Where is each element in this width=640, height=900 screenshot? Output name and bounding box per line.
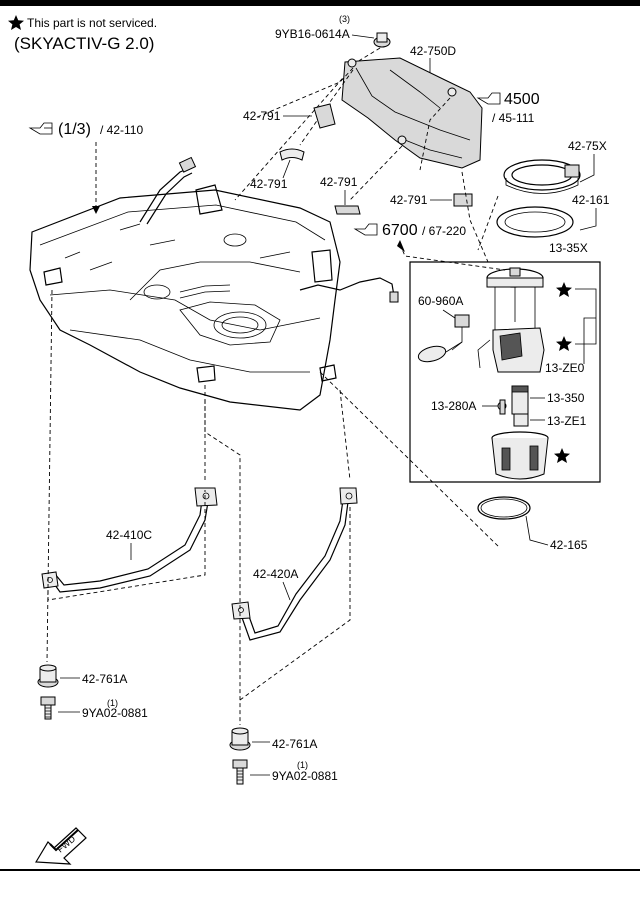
engine-title: (SKYACTIV-G 2.0) xyxy=(14,34,154,53)
star-icon xyxy=(556,336,572,351)
star-icon xyxy=(554,448,570,463)
pointing-hand-icon xyxy=(476,92,501,105)
tank-ref-section: / 42-110 xyxy=(100,123,143,137)
tank-strap-right xyxy=(231,487,358,641)
lock-ring xyxy=(503,159,581,194)
label-42-791-d: 42-791 xyxy=(390,193,428,207)
label-42-791-b: 42-791 xyxy=(250,177,288,191)
fuel-level-sender xyxy=(417,314,470,363)
label-13-280a: 13-280A xyxy=(431,399,476,413)
label-42-791-a: 42-791 xyxy=(243,109,281,123)
pump-assembly-box xyxy=(409,261,601,483)
label-42-165: 42-165 xyxy=(550,538,588,552)
flange-nut xyxy=(373,32,391,48)
label-13-ze1: 13-ZE1 xyxy=(547,414,587,428)
fuel-tank xyxy=(29,156,399,411)
label-13-350: 13-350 xyxy=(547,391,585,405)
label-9yb16-0614a: 9YB16-0614A xyxy=(275,27,350,41)
label-42-410c: 42-410C xyxy=(106,528,152,542)
label-42-791-c: 42-791 xyxy=(320,175,358,189)
star-icon xyxy=(8,15,24,30)
strap-nut-right xyxy=(229,727,251,751)
bolt-right-qty: (1) xyxy=(297,760,308,770)
label-42-761a-right: 42-761A xyxy=(272,737,317,751)
pad-d xyxy=(453,193,473,207)
pump-flange xyxy=(486,267,544,330)
pump-module xyxy=(477,327,545,373)
strap-nut-left xyxy=(37,664,59,688)
nut-qty: (3) xyxy=(339,14,350,24)
not-serviced-note: This part is not serviced. xyxy=(27,16,157,30)
label-42-761a-left: 42-761A xyxy=(82,672,127,686)
fuel-pump xyxy=(511,385,529,415)
label-9ya02-0881-left: 9YA02-0881 xyxy=(82,706,148,720)
pad-b xyxy=(279,148,305,161)
gasket xyxy=(496,206,574,238)
pump-reservoir xyxy=(491,431,549,480)
label-9ya02-0881-right: 9YA02-0881 xyxy=(272,769,338,783)
pad-c xyxy=(334,205,361,215)
pad-a xyxy=(313,103,336,129)
label-13-35x: 13-35X xyxy=(549,241,588,255)
label-42-161: 42-161 xyxy=(572,193,610,207)
top-border-bar xyxy=(0,0,640,6)
label-60-960a: 60-960A xyxy=(418,294,463,308)
pointing-hand-icon xyxy=(353,223,378,236)
tank-strap-left xyxy=(41,487,218,593)
label-42-420a: 42-420A xyxy=(253,567,298,581)
label-42-75x: 42-75X xyxy=(568,139,607,153)
strap-bolt-left xyxy=(40,696,56,720)
pointing-hand-icon xyxy=(28,122,53,135)
pump-filter xyxy=(513,413,529,427)
fwd-arrow-icon: FWD xyxy=(34,827,87,865)
heat-shield xyxy=(341,57,483,169)
shield-ref-section: / 45-111 xyxy=(492,111,535,125)
pump-ref-number: 6700 xyxy=(382,222,418,239)
bolt-left-qty: (1) xyxy=(107,698,118,708)
tank-ref-number: (1/3) xyxy=(58,121,91,138)
label-42-750d: 42-750D xyxy=(410,44,456,58)
star-icon xyxy=(556,282,572,297)
label-13-ze0: 13-ZE0 xyxy=(545,361,585,375)
pump-ref-section: / 67-220 xyxy=(422,224,466,238)
pump-strainer xyxy=(497,399,507,415)
shield-ref-number: 4500 xyxy=(504,91,540,108)
strap-bolt-right xyxy=(232,759,248,785)
o-ring xyxy=(477,496,531,520)
